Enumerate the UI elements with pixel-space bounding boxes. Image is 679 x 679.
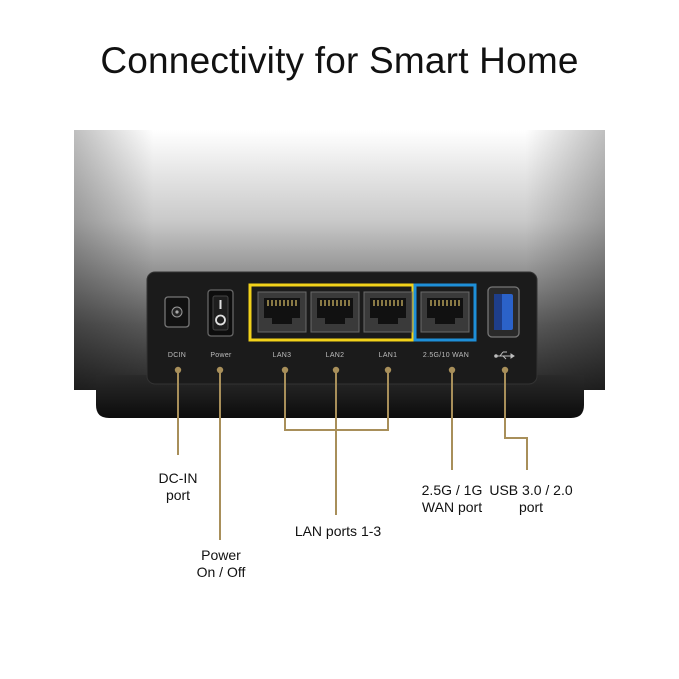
- dc-in-jack-icon: [164, 296, 190, 328]
- router-base: [96, 375, 584, 418]
- panel-label-power: Power: [210, 352, 232, 359]
- callout-wan-line1: 2.5G / 1G: [421, 482, 483, 498]
- ethernet-port-lan2: [310, 291, 360, 333]
- leader-line-usb: [504, 370, 528, 470]
- usb-port: [487, 286, 520, 338]
- panel-label-dcin: DCIN: [168, 352, 186, 359]
- callout-power-line1: Power: [201, 547, 241, 563]
- callout-wan-line2: WAN port: [421, 499, 483, 515]
- leader-lines: [177, 370, 528, 540]
- panel-label-lan1: LAN1: [379, 352, 398, 359]
- callout-power-line2: On / Off: [196, 564, 246, 580]
- callout-lan-ports: LAN ports 1-3: [294, 523, 382, 539]
- leader-dots: [174, 366, 509, 374]
- callout-usb-line1: USB 3.0 / 2.0: [489, 482, 573, 498]
- callout-power: Power On / Off: [186, 547, 256, 581]
- callout-dcin-port: DC-IN port: [148, 470, 208, 504]
- callout-usb-port: USB 3.0 / 2.0 port: [484, 482, 578, 516]
- ethernet-port-wan: [420, 291, 470, 333]
- ethernet-port-lan1: [363, 291, 413, 333]
- power-switch-icon: [207, 289, 234, 337]
- callout-wan-port: 2.5G / 1G WAN port: [412, 482, 492, 516]
- headline: Connectivity for Smart Home: [100, 40, 579, 81]
- panel-label-lan3: LAN3: [273, 352, 292, 359]
- usb-icon: [494, 351, 515, 360]
- callout-dcin-line1: DC-IN: [158, 470, 198, 486]
- lan-highlight-box: [248, 283, 415, 342]
- callout-dcin-line2: port: [165, 487, 191, 503]
- panel-label-wan: 2.5G/10 WAN: [423, 352, 469, 359]
- rear-port-panel: DCIN Power LAN3 LAN2 LAN1 2.5G/10 WAN: [146, 271, 538, 385]
- ethernet-port-lan3: [257, 291, 307, 333]
- wan-highlight-box: [413, 283, 477, 342]
- panel-label-lan2: LAN2: [326, 352, 345, 359]
- callout-usb-line2: port: [518, 499, 544, 515]
